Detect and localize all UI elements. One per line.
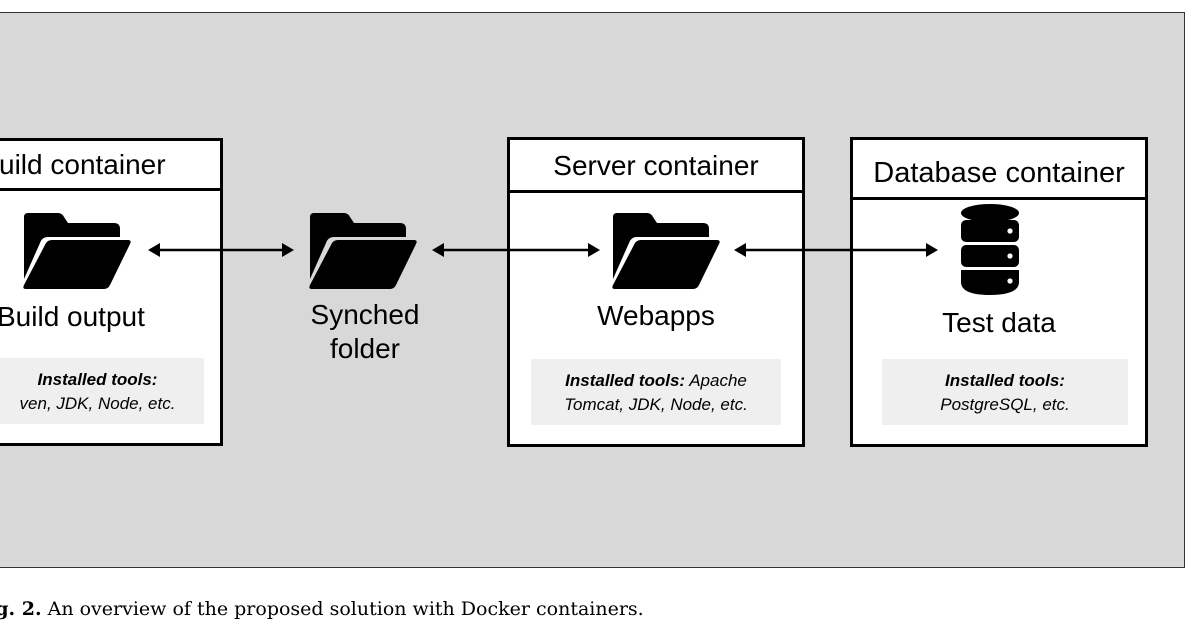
folder-icon bbox=[23, 213, 131, 289]
build-output-label: Build output bbox=[0, 301, 145, 332]
bidirectional-arrow bbox=[432, 243, 600, 257]
build-container-title: uild container bbox=[0, 141, 220, 191]
synched-folder-line2: folder bbox=[329, 333, 401, 364]
folder-icon bbox=[309, 213, 417, 289]
database-icon bbox=[961, 204, 1019, 295]
server-tools-inline: Apache bbox=[685, 371, 747, 390]
build-tools-heading: Installed tools: bbox=[37, 370, 158, 389]
folder-icon bbox=[612, 213, 720, 289]
bidirectional-arrow bbox=[734, 243, 938, 257]
synched-folder-label: Synched folder bbox=[290, 298, 440, 366]
bidirectional-arrow bbox=[148, 243, 294, 257]
server-tools-box: Installed tools: Apache Tomcat, JDK, Nod… bbox=[531, 359, 781, 425]
server-tools-heading: Installed tools: bbox=[565, 371, 686, 390]
synched-folder-line1: Synched bbox=[310, 299, 420, 330]
build-container: uild container Build output Installed to… bbox=[0, 138, 223, 446]
figure-caption: ig. 2. An overview of the proposed solut… bbox=[0, 598, 644, 620]
figure-caption-text: An overview of the proposed solution wit… bbox=[41, 598, 644, 620]
build-tools-box: Installed tools: ven, JDK, Node, etc. bbox=[0, 358, 204, 424]
server-container-title: Server container bbox=[510, 140, 802, 193]
database-tools-heading: Installed tools: bbox=[945, 371, 1065, 390]
database-tools-text: PostgreSQL, etc. bbox=[940, 395, 1070, 414]
webapps-label: Webapps bbox=[597, 300, 715, 331]
database-tools-box: Installed tools: PostgreSQL, etc. bbox=[882, 359, 1128, 425]
server-tools-text: Tomcat, JDK, Node, etc. bbox=[564, 395, 748, 414]
figure-label: ig. 2. bbox=[0, 598, 42, 620]
build-tools-text: ven, JDK, Node, etc. bbox=[19, 394, 176, 413]
test-data-label: Test data bbox=[942, 307, 1056, 338]
server-container: Server container Webapps Installed tools… bbox=[507, 137, 805, 447]
database-container-title: Database container bbox=[853, 140, 1145, 200]
